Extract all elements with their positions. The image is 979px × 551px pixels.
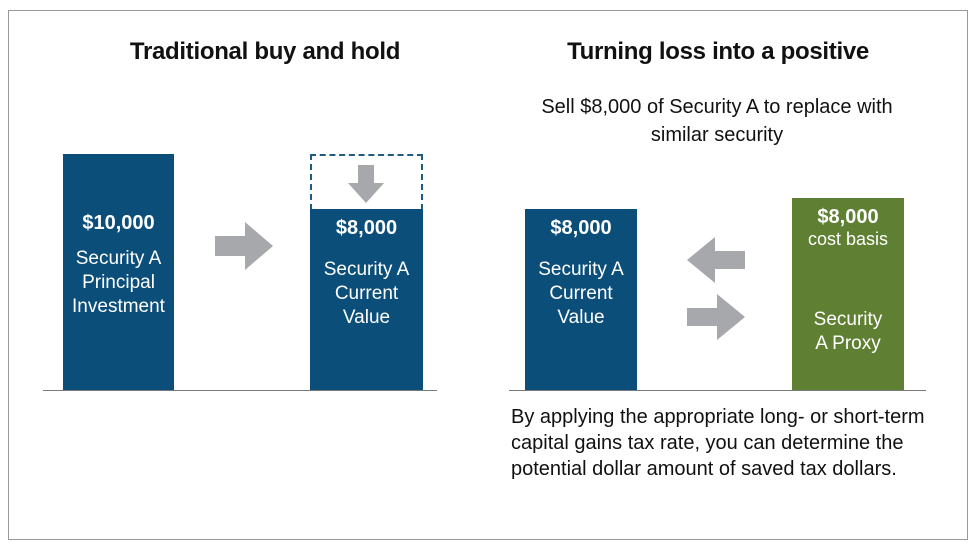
security-a-label: Security A Current Value: [538, 259, 624, 328]
arrow-right-icon: [215, 222, 273, 270]
right-panel-title: Turning loss into a positive: [567, 38, 869, 65]
diagram-frame: [8, 10, 968, 540]
principal-investment-bar: $10,000 Security A Principal Investment: [63, 154, 174, 391]
right-baseline: [509, 390, 926, 391]
current-value-amount: $8,000: [335, 217, 398, 239]
current-value-bar: $8,000 Security A Current Value: [310, 209, 423, 391]
proxy-amount: $8,000: [817, 206, 879, 228]
security-a-amount: $8,000: [550, 217, 612, 239]
arrow-left-icon: [687, 237, 745, 283]
security-a-bar: $8,000 Security A Current Value: [525, 209, 637, 391]
left-baseline: [43, 390, 437, 391]
right-panel-subtitle: Sell $8,000 of Security A to replace wit…: [541, 96, 893, 146]
principal-label: Security A Principal Investment: [72, 248, 165, 317]
principal-amount: $10,000: [82, 212, 155, 234]
lost-value-outline: [310, 154, 423, 210]
arrow-right-icon: [687, 294, 745, 340]
security-a-proxy-bar: $8,000 cost basis Security A Proxy: [792, 198, 904, 391]
proxy-cost-basis: cost basis: [807, 229, 889, 249]
left-panel-title: Traditional buy and hold: [129, 38, 401, 65]
current-value-label: Security A Current Value: [323, 259, 410, 328]
proxy-label: Security A Proxy: [813, 309, 883, 354]
tax-note: By applying the appropriate long- or sho…: [511, 406, 925, 480]
arrow-down-icon: [348, 165, 384, 203]
